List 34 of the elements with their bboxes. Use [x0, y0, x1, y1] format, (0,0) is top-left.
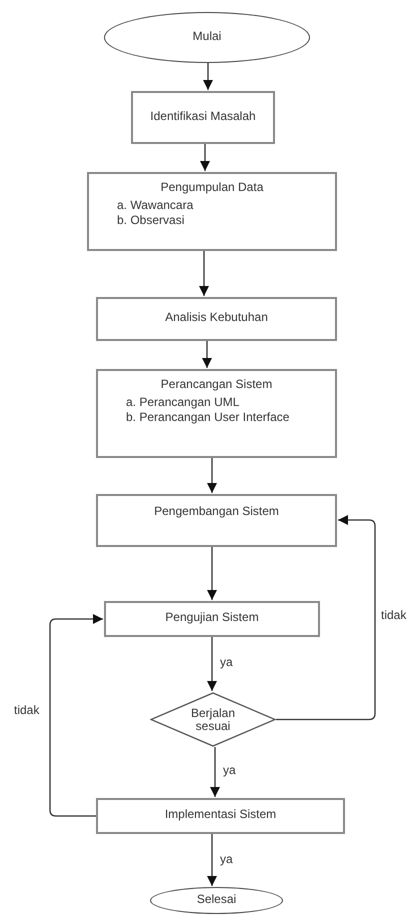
list-item: a. Wawancara [117, 198, 194, 213]
process-box [104, 601, 320, 637]
arrow [202, 341, 212, 368]
node-text: Analisis Kebutuhan [164, 310, 269, 324]
node-text: Identifikasi Masalah [149, 108, 257, 122]
node-text: Implementasi Sistem [164, 807, 278, 821]
arrow [203, 63, 213, 90]
arrow [210, 747, 220, 797]
list-item: b. Observasi [117, 213, 184, 228]
process-box [87, 172, 337, 251]
node-text: Pengembangan Sistem [153, 504, 280, 518]
node-text: Perancangan Sistem [160, 377, 274, 391]
arrow [207, 834, 217, 886]
node-text: Pengumpulan Data [160, 180, 264, 194]
process-box [131, 91, 275, 144]
edge-label: tidak [381, 608, 406, 622]
list-item: b. Perancangan User Interface [126, 410, 290, 425]
node-text: Pengujian Sistem [164, 610, 260, 624]
arrow [207, 458, 217, 493]
decision-text: Berjalan sesuai [190, 706, 236, 732]
process-box [96, 297, 337, 341]
process-box [96, 369, 337, 458]
arrow [200, 144, 210, 171]
edge-label: tidak [14, 703, 40, 717]
arrow [199, 251, 209, 296]
list-item: a. Perancangan UML [126, 395, 240, 410]
process-box [96, 798, 345, 834]
arrow [276, 515, 376, 720]
node-text: Selesai [196, 892, 238, 906]
process-box [96, 494, 337, 547]
node-text: Mulai [192, 28, 222, 42]
arrow [49, 614, 103, 817]
arrow [207, 637, 217, 691]
arrow [207, 547, 217, 600]
